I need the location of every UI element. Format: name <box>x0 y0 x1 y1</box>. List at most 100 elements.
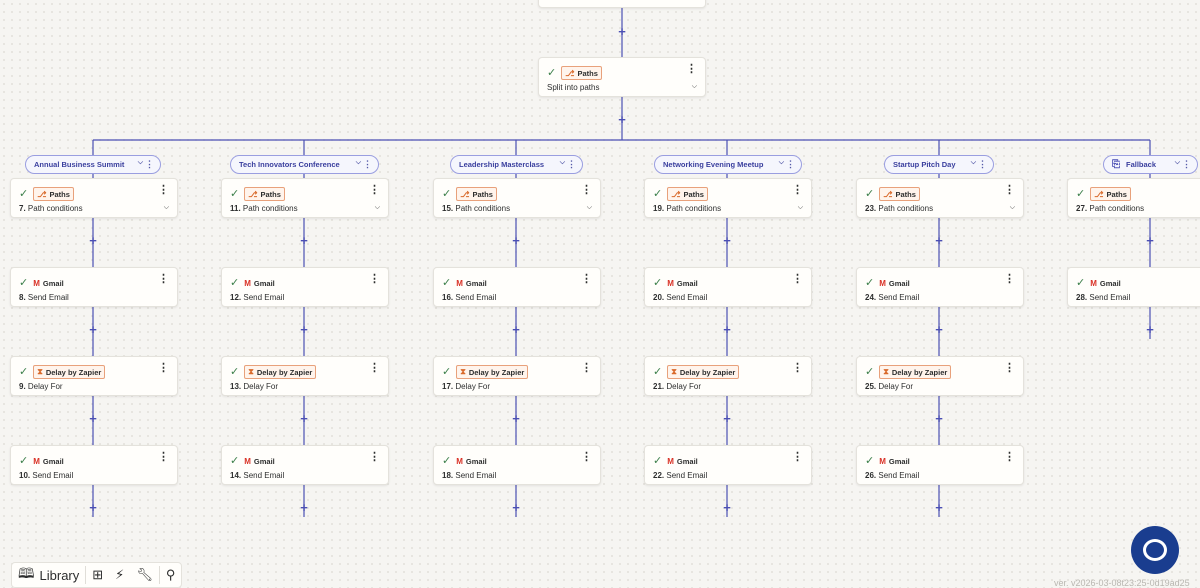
more-options-icon[interactable]: ⋮ <box>1004 184 1015 196</box>
more-options-icon[interactable]: ⋮ <box>581 184 592 196</box>
add-step-button[interactable]: + <box>89 322 97 337</box>
step-card[interactable]: ✓⎇Paths⋮19. Path conditions⌵ <box>644 178 812 218</box>
app-name: Delay by Zapier <box>468 367 525 377</box>
add-step-button[interactable]: + <box>618 24 626 39</box>
more-options-icon[interactable]: ⋮ <box>369 184 380 196</box>
more-options-icon[interactable]: ⋮ <box>363 159 372 169</box>
more-options-icon[interactable]: ⋮ <box>786 159 795 169</box>
step-card[interactable]: ✓⧗Delay by Zapier⋮25. Delay For <box>856 356 1024 396</box>
add-step-button[interactable]: + <box>300 233 308 248</box>
add-step-button[interactable]: + <box>300 500 308 515</box>
path-label-pill[interactable]: Leadership Masterclass⌵⋮ <box>450 155 583 174</box>
path-label-pill[interactable]: Tech Innovators Conference⌵⋮ <box>230 155 379 174</box>
add-step-button[interactable]: + <box>300 411 308 426</box>
chevron-down-icon[interactable]: ⌵ <box>163 204 169 211</box>
more-options-icon[interactable]: ⋮ <box>369 273 380 285</box>
chevron-down-icon[interactable]: ⌵ <box>1009 204 1015 211</box>
step-card[interactable]: ✓⧗Delay by Zapier⋮9. Delay For <box>10 356 178 396</box>
more-options-icon[interactable]: ⋮ <box>792 451 803 463</box>
step-card[interactable]: ✓⎇Paths⋮ Split into paths⌵ <box>538 57 706 97</box>
more-options-icon[interactable]: ⋮ <box>792 273 803 285</box>
add-step-button[interactable]: + <box>512 500 520 515</box>
path-label-pill[interactable]: Networking Evening Meetup⌵⋮ <box>654 155 802 174</box>
step-card[interactable]: ✓⧗Delay by Zapier⋮13. Delay For <box>221 356 389 396</box>
step-card[interactable]: ✓⧗Delay by Zapier⋮21. Delay For <box>644 356 812 396</box>
path-label-pill[interactable]: Annual Business Summit⌵⋮ <box>25 155 161 174</box>
add-step-button[interactable]: + <box>300 322 308 337</box>
add-step-button[interactable]: + <box>935 322 943 337</box>
more-options-icon[interactable]: ⋮ <box>792 184 803 196</box>
apps-button[interactable]: ⊞ <box>86 563 109 587</box>
path-label-pill[interactable]: ⎘Fallback⌵⋮ <box>1103 155 1198 174</box>
add-step-button[interactable]: + <box>1146 322 1154 337</box>
add-step-button[interactable]: + <box>723 233 731 248</box>
chevron-down-icon[interactable]: ⌵ <box>797 204 803 211</box>
step-card[interactable] <box>538 0 706 8</box>
chat-button[interactable] <box>1131 526 1179 574</box>
add-step-button[interactable]: + <box>1146 233 1154 248</box>
more-options-icon[interactable]: ⋮ <box>567 159 576 169</box>
more-options-icon[interactable]: ⋮ <box>1004 451 1015 463</box>
path-label-pill[interactable]: Startup Pitch Day⌵⋮ <box>884 155 994 174</box>
tools-button[interactable]: 🔧︎ <box>130 563 159 587</box>
more-options-icon[interactable]: ⋮ <box>158 451 169 463</box>
add-step-button[interactable]: + <box>512 322 520 337</box>
chevron-down-icon[interactable]: ⌵ <box>374 204 380 211</box>
chevron-down-icon[interactable]: ⌵ <box>691 83 697 90</box>
chevron-down-icon[interactable]: ⌵ <box>586 204 592 211</box>
step-card[interactable]: ✓⎇Paths⋮15. Path conditions⌵ <box>433 178 601 218</box>
more-options-icon[interactable]: ⋮ <box>145 159 154 169</box>
chevron-down-icon[interactable]: ⌵ <box>559 159 565 166</box>
more-options-icon[interactable]: ⋮ <box>369 362 380 374</box>
more-options-icon[interactable]: ⋮ <box>158 273 169 285</box>
step-card[interactable]: ✓⎇Paths⋮7. Path conditions⌵ <box>10 178 178 218</box>
more-options-icon[interactable]: ⋮ <box>158 362 169 374</box>
add-step-button[interactable]: + <box>723 322 731 337</box>
library-button[interactable]: 🕮 Library <box>12 563 85 587</box>
add-step-button[interactable]: + <box>935 233 943 248</box>
step-card[interactable]: ✓⎇Paths⋮23. Path conditions⌵ <box>856 178 1024 218</box>
chevron-down-icon[interactable]: ⌵ <box>355 159 361 166</box>
add-step-button[interactable]: + <box>512 233 520 248</box>
add-step-button[interactable]: + <box>89 233 97 248</box>
chevron-down-icon[interactable]: ⌵ <box>970 159 976 166</box>
more-options-icon[interactable]: ⋮ <box>1182 159 1191 169</box>
add-step-button[interactable]: + <box>723 411 731 426</box>
add-step-button[interactable]: + <box>723 500 731 515</box>
add-step-button[interactable]: + <box>935 411 943 426</box>
more-options-icon[interactable]: ⋮ <box>369 451 380 463</box>
step-card[interactable]: ✓⧗Delay by Zapier⋮17. Delay For <box>433 356 601 396</box>
more-options-icon[interactable]: ⋮ <box>978 159 987 169</box>
more-options-icon[interactable]: ⋮ <box>1004 273 1015 285</box>
step-card[interactable]: ✓⎇Paths⋮11. Path conditions⌵ <box>221 178 389 218</box>
add-step-button[interactable]: + <box>89 500 97 515</box>
more-options-icon[interactable]: ⋮ <box>1004 362 1015 374</box>
step-card[interactable]: ✓⎇Paths⋮27. Path conditions <box>1067 178 1200 218</box>
add-step-button[interactable]: + <box>89 411 97 426</box>
more-options-icon[interactable]: ⋮ <box>581 451 592 463</box>
more-options-icon[interactable]: ⋮ <box>581 362 592 374</box>
add-step-button[interactable]: + <box>512 411 520 426</box>
add-step-button[interactable]: + <box>935 500 943 515</box>
add-step-button[interactable]: + <box>618 112 626 127</box>
more-options-icon[interactable]: ⋮ <box>581 273 592 285</box>
more-options-icon[interactable]: ⋮ <box>686 63 697 75</box>
chevron-down-icon[interactable]: ⌵ <box>137 159 143 166</box>
more-options-icon[interactable]: ⋮ <box>792 362 803 374</box>
more-options-icon[interactable]: ⋮ <box>158 184 169 196</box>
chevron-down-icon[interactable]: ⌵ <box>1174 159 1180 166</box>
chevron-down-icon[interactable]: ⌵ <box>778 159 784 166</box>
search-button[interactable]: ⚲ <box>160 563 182 587</box>
zap-button[interactable]: ⚡︎ <box>109 563 130 587</box>
